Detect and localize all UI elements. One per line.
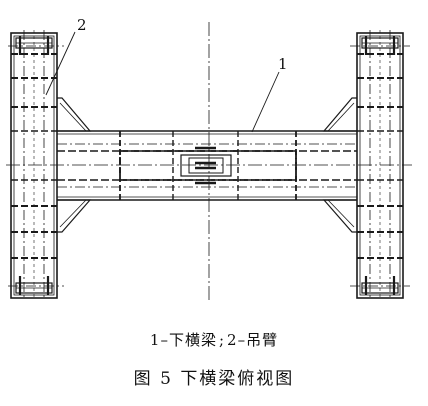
lower-crossbeam (6, 97, 412, 233)
figure-number: 图 5 (133, 369, 173, 389)
figure-caption: 图 5 下横梁俯视图 (0, 364, 428, 389)
left-suspender-arm (8, 30, 64, 300)
figure-legend: 1–下横梁;2–吊臂 (0, 329, 428, 350)
figure-title: 下横梁俯视图 (180, 369, 295, 389)
legend-separator: ; (218, 331, 226, 349)
callout-2-label: 2 (77, 16, 87, 34)
leader-line-2 (45, 31, 76, 96)
callout-1-label: 1 (278, 55, 288, 73)
legend-item-suspender-arm: 2–吊臂 (227, 331, 279, 349)
leader-line-1 (251, 71, 280, 133)
legend-item-lower-crossbeam: 1–下横梁 (149, 331, 217, 349)
